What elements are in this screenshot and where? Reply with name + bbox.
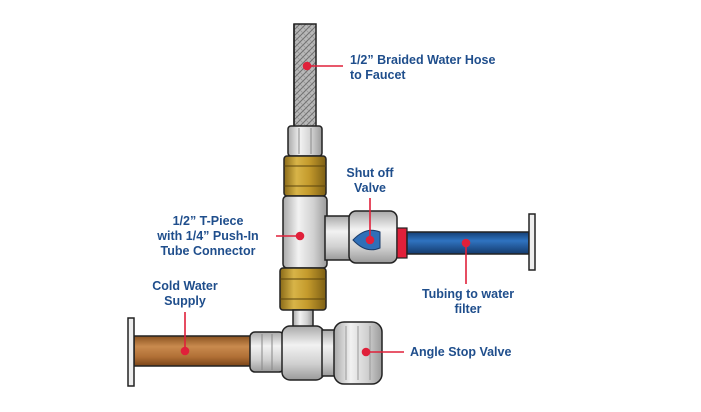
tubing-label: Tubing to water filter <box>408 287 528 317</box>
angle-stop-label-line1: Angle Stop Valve <box>410 345 512 359</box>
t-piece-label-line3: Tube Connector <box>160 244 256 258</box>
t-piece-label-line2: with 1/4” Push-In <box>157 229 259 243</box>
water-tube-icon <box>406 213 536 271</box>
braided-hose-label-line2: to Faucet <box>350 68 406 82</box>
angle-stop-valve-icon <box>249 321 383 385</box>
braided-hose-label: 1/2” Braided Water Hose to Faucet <box>350 53 495 83</box>
t-piece-label: 1/2” T-Piece with 1/4” Push-In Tube Conn… <box>140 214 276 259</box>
callout-t-piece <box>276 231 305 241</box>
upper-brass-nut-icon <box>283 155 327 197</box>
braided-hose-label-line1: 1/2” Braided Water Hose <box>350 53 496 67</box>
t-piece-icon <box>282 195 352 269</box>
angle-stop-label: Angle Stop Valve <box>410 345 511 360</box>
shut-off-valve-label-line2: Valve <box>354 181 386 195</box>
callout-braided-hose <box>302 61 343 71</box>
cold-water-label-line2: Supply <box>164 294 206 308</box>
cold-water-label-line1: Cold Water <box>152 279 218 293</box>
tubing-label-line1: Tubing to water <box>421 287 515 301</box>
shut-off-valve-label-line1: Shut off <box>346 166 394 180</box>
cold-water-label: Cold Water Supply <box>136 279 234 309</box>
push-in-connector-icon <box>396 227 408 259</box>
callout-tubing <box>461 238 471 284</box>
t-piece-label-line1: 1/2” T-Piece <box>172 214 244 228</box>
copper-pipe-icon <box>127 317 257 387</box>
tubing-label-line2: filter <box>454 302 482 316</box>
callout-cold-water <box>180 312 190 356</box>
lower-brass-nut-icon <box>279 267 327 311</box>
braided-hose-icon <box>293 23 317 129</box>
shut-off-valve-label: Shut off Valve <box>335 166 405 196</box>
callout-angle-stop <box>361 347 404 357</box>
top-compression-nut-icon <box>287 125 323 157</box>
callout-shut-off-valve <box>365 198 375 245</box>
